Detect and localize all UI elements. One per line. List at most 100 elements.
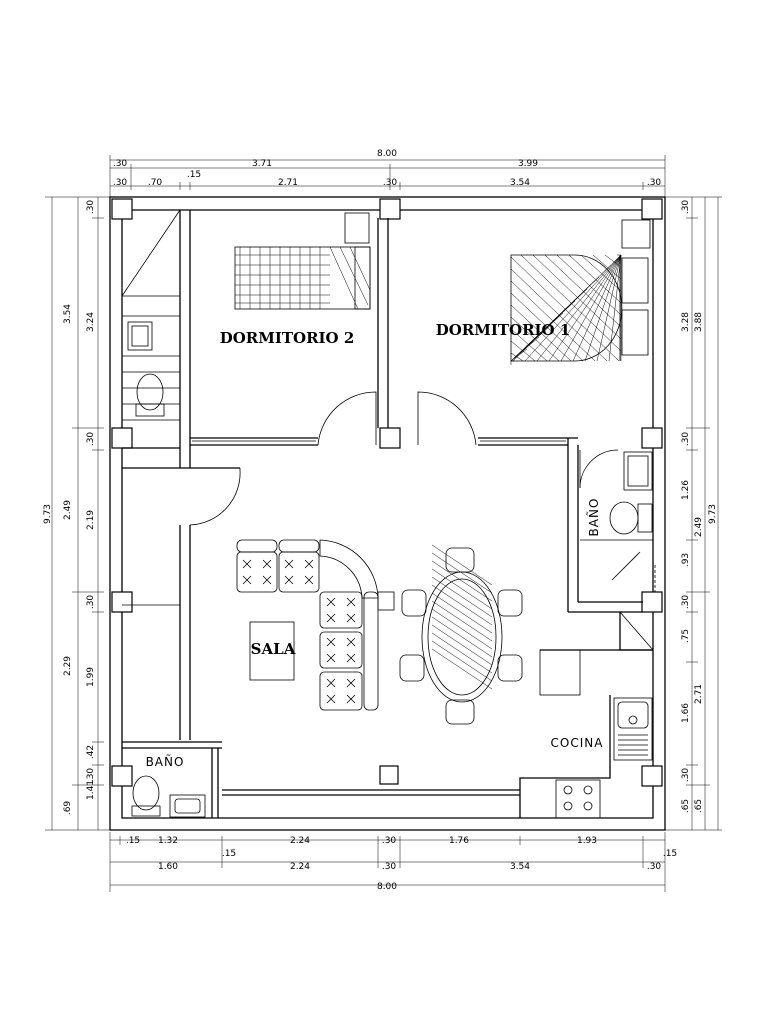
dim-bot-total: 8.00	[377, 882, 397, 892]
bedroom-divider-wall	[377, 218, 389, 428]
dim-bot-mid-e: .30	[647, 862, 662, 872]
dim-top-mid-a: .30	[113, 159, 128, 169]
column	[641, 591, 663, 613]
dim-top-mid-b: 3.71	[252, 159, 272, 169]
bano-left-fixtures	[131, 775, 206, 818]
dim-right-out-c: 2.71	[694, 684, 704, 704]
door-dorm1	[417, 391, 477, 446]
column	[641, 198, 663, 220]
bed-dorm2	[234, 212, 371, 310]
sofa-set	[236, 539, 395, 711]
bano-left-top-wall	[122, 741, 222, 749]
exterior-wall-outer	[109, 196, 666, 831]
dim-right-out-b: 2.49	[694, 517, 704, 537]
dim-top-in-f: 3.54	[510, 178, 530, 188]
label-dormitorio-1: DORMITORIO 1	[436, 321, 571, 339]
dim-top-in-g: .30	[647, 178, 662, 188]
dim-left-in-b: 3.24	[86, 312, 96, 332]
dim-bot-in-g: .15	[222, 849, 236, 859]
dim-right-in-h: 1.66	[681, 703, 691, 723]
bano-right-bottom-wall	[568, 601, 643, 613]
dim-top-in-d: 2.71	[278, 178, 298, 188]
left-lower-partition	[179, 525, 191, 740]
stair-bottom-wall	[122, 447, 240, 469]
column	[111, 198, 133, 220]
dim-left-total: 9.73	[43, 504, 53, 524]
dim-bot-in-e: 1.76	[449, 836, 469, 846]
dim-bot-in-d: .30	[382, 836, 397, 846]
dim-top-mid-c: 3.99	[518, 159, 538, 169]
label-bano-right: BAÑO	[586, 498, 601, 537]
dim-bot-mid-f: .15	[663, 849, 677, 859]
column	[379, 427, 401, 449]
column	[379, 198, 401, 220]
dorm1-bottom-wall	[478, 437, 578, 446]
walls	[109, 196, 666, 831]
dim-left-in-d: 2.19	[86, 510, 96, 530]
dim-right-in-i: .30	[681, 768, 691, 783]
bano-right-left-wall	[567, 438, 579, 612]
dim-left-in-a: .30	[86, 200, 96, 215]
dim-bot-mid-d: 3.54	[510, 862, 530, 872]
dim-left-in-c: .30	[86, 432, 96, 447]
column	[379, 765, 399, 785]
kitchen-fixtures	[539, 611, 654, 819]
dim-bot-in-f: 1.93	[577, 836, 597, 846]
label-bano-left: BAÑO	[146, 754, 185, 769]
column	[641, 765, 663, 787]
column	[641, 427, 663, 449]
dim-right-out-a: 3.88	[694, 312, 704, 332]
dim-right-in-c: .30	[681, 432, 691, 447]
dim-top-in-b: .70	[148, 178, 163, 188]
label-dormitorio-2: DORMITORIO 2	[220, 329, 355, 347]
exterior-wall-inner	[121, 209, 654, 819]
dim-right-in-a: .30	[681, 200, 691, 215]
dim-right-out-d: .65	[694, 799, 704, 813]
bottom-window	[222, 789, 520, 796]
door-stair	[189, 468, 241, 526]
dim-left-in-i: 1.41	[86, 780, 96, 800]
door-bano-right	[579, 449, 619, 489]
label-sala: SALA	[251, 640, 296, 658]
dim-right-in-f: .30	[681, 595, 691, 610]
dim-top-in-a: .30	[113, 178, 128, 188]
door-dorm2	[317, 391, 377, 446]
dim-top-in-e: .30	[383, 178, 398, 188]
dim-left-out-c: 2.29	[63, 656, 73, 676]
dim-right-in-b: 3.28	[681, 312, 691, 332]
column	[111, 427, 133, 449]
dining-table	[399, 544, 523, 725]
dim-top-in-c: .15	[187, 170, 201, 180]
dim-left-in-h: .30	[86, 768, 96, 783]
door-bano-right-2	[611, 551, 641, 581]
dim-bot-mid-c: .30	[382, 862, 397, 872]
dim-bot-mid-a: 1.60	[158, 862, 178, 872]
stair-partition-wall	[179, 210, 191, 468]
dim-left-in-g: .42	[86, 745, 96, 759]
dimension-lines	[45, 155, 722, 892]
label-cocina: COCINA	[551, 736, 604, 750]
dim-right-in-g: .75	[681, 629, 691, 643]
dim-left-in-e: .30	[86, 595, 96, 610]
column	[111, 765, 133, 787]
kitchen-counter-edge	[519, 695, 611, 818]
bed-dorm1	[510, 219, 651, 365]
dorm2-bottom-wall	[190, 437, 318, 446]
dim-left-out-b: 2.49	[63, 500, 73, 520]
dim-left-out-d: .69	[63, 801, 73, 816]
column	[111, 591, 133, 613]
dimension-labels: 8.00 .30 3.71 3.99 .30 .70 .15 2.71 .30 …	[43, 149, 718, 892]
dim-bot-mid-b: 2.24	[290, 862, 310, 872]
dim-top-total: 8.00	[377, 149, 397, 159]
dim-right-in-e: .93	[681, 553, 691, 567]
dim-right-in-j: .65	[681, 799, 691, 813]
dim-left-in-f: 1.99	[86, 667, 96, 687]
dim-left-out-a: 3.54	[63, 304, 73, 324]
dim-bot-in-a: .15	[126, 836, 140, 846]
dim-right-in-d: 1.26	[681, 480, 691, 500]
stairs	[121, 209, 181, 421]
doors	[189, 391, 641, 581]
dim-bot-in-b: 1.32	[158, 836, 178, 846]
dim-bot-in-c: 2.24	[290, 836, 310, 846]
